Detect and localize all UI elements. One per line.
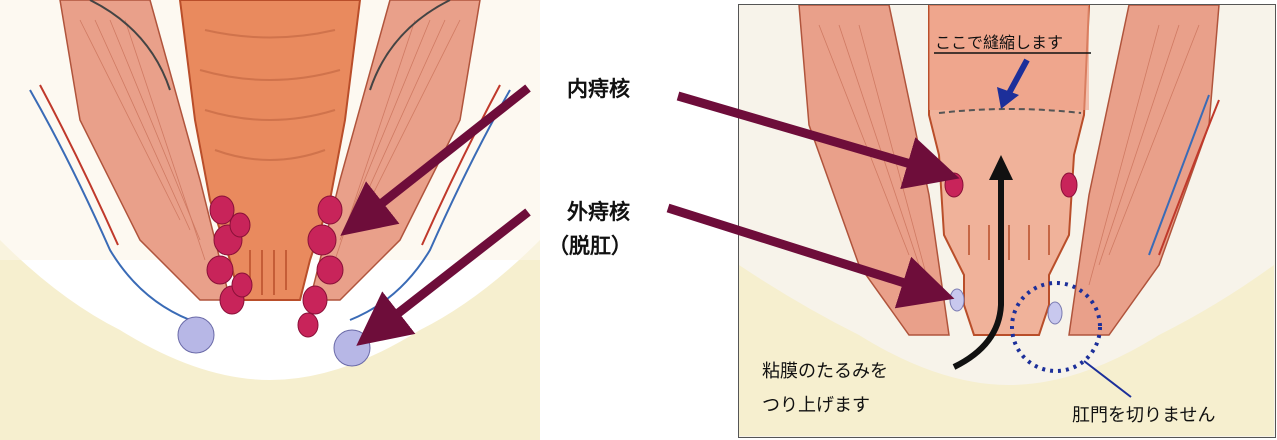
arrow-internal-right [678,96,938,172]
no-cut-note: 肛門を切りません [1072,401,1215,427]
label-internal-hemorrhoid: 内痔核 [567,73,630,103]
label-external-hemorrhoid: 外痔核 [567,196,630,226]
arrow-internal-left [358,88,528,222]
suture-note: ここで縫縮します [935,29,1063,53]
arrow-external-left [374,212,528,332]
lift-note-line2: つり上げます [762,391,870,417]
lift-note-line1: 粘膜のたるみを [762,357,888,383]
label-prolapse: （脱肛） [548,230,632,260]
arrow-external-right [668,208,933,292]
